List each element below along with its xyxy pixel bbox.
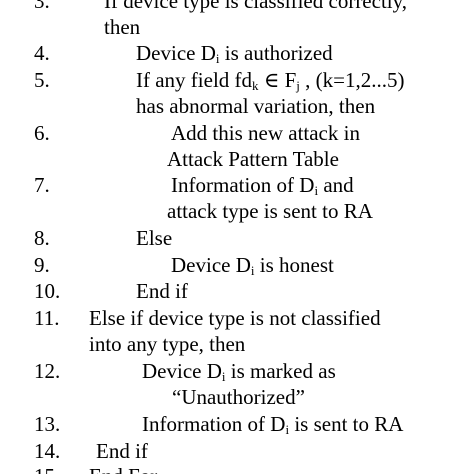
line-text: Add this new attack in [171, 121, 360, 145]
algorithm-line-11-cont: into any type, then [0, 331, 474, 357]
algorithm-line-9: 9. Device Di is honest [0, 252, 474, 278]
line-text: If device type is classified correctly, [104, 0, 408, 13]
line-number: 14. [34, 439, 61, 463]
line-text: End if [136, 279, 188, 303]
line-number: 10. [34, 279, 61, 303]
algorithm-line-10: 10. End if [0, 278, 474, 304]
line-number: 8. [34, 226, 50, 250]
algorithm-line-6-cont: Attack Pattern Table [0, 146, 474, 172]
line-number: 6. [34, 121, 50, 145]
line-number: 9. [34, 253, 50, 277]
line-number: 15. [34, 463, 60, 474]
algorithm-line-6: 6. Add this new attack in [0, 120, 474, 146]
algorithm-line-12-cont: “Unauthorized” [0, 384, 474, 410]
line-text: attack type is sent to RA [167, 199, 373, 223]
line-text: then [104, 15, 141, 39]
line-text: Attack Pattern Table [167, 147, 339, 171]
algorithm-line-12: 12. Device Di is marked as [0, 358, 474, 384]
line-text: If any field fdk ∈ Fj , (k=1,2...5) [136, 68, 405, 93]
line-text: Else if device type is not classified [89, 306, 381, 330]
line-text: Else [136, 226, 173, 250]
line-number: 12. [34, 359, 61, 383]
algorithm-line-8: 8. Else [0, 225, 474, 251]
line-text: End For [89, 463, 157, 474]
line-number: 13. [34, 412, 61, 436]
line-text: Device Di is authorized [136, 41, 333, 66]
algorithm-line-5-cont: has abnormal variation, then [0, 93, 474, 119]
line-text: “Unauthorized” [172, 385, 305, 409]
line-text: Device Di is honest [171, 253, 334, 278]
algorithm-line-7: 7. Information of Di and [0, 172, 474, 198]
algorithm-line-3-cont: then [0, 14, 474, 40]
line-text: Device Di is marked as [142, 359, 336, 384]
algorithm-line-7-cont: attack type is sent to RA [0, 198, 474, 224]
line-number: 4. [34, 41, 50, 65]
line-number: 11. [34, 306, 60, 330]
algorithm-line-13: 13. Information of Di is sent to RA [0, 411, 474, 437]
algorithm-line-15: 15. End For [0, 463, 474, 474]
line-number: 3. [34, 0, 50, 13]
algorithm-line-11: 11. Else if device type is not classifie… [0, 305, 474, 331]
line-text: End if [96, 439, 148, 463]
line-number: 7. [34, 173, 50, 197]
algorithm-line-4: 4. Device Di is authorized [0, 40, 474, 66]
line-text: Information of Di is sent to RA [142, 412, 404, 437]
algorithm-line-5: 5. If any field fdk ∈ Fj , (k=1,2...5) [0, 67, 474, 93]
algorithm-line-14: 14. End if [0, 438, 474, 464]
line-text: Information of Di and [171, 173, 354, 198]
line-number: 5. [34, 68, 50, 92]
algorithm-line-3: 3. If device type is classified correctl… [0, 0, 474, 14]
line-text: into any type, then [89, 332, 246, 356]
line-text: has abnormal variation, then [136, 94, 376, 118]
